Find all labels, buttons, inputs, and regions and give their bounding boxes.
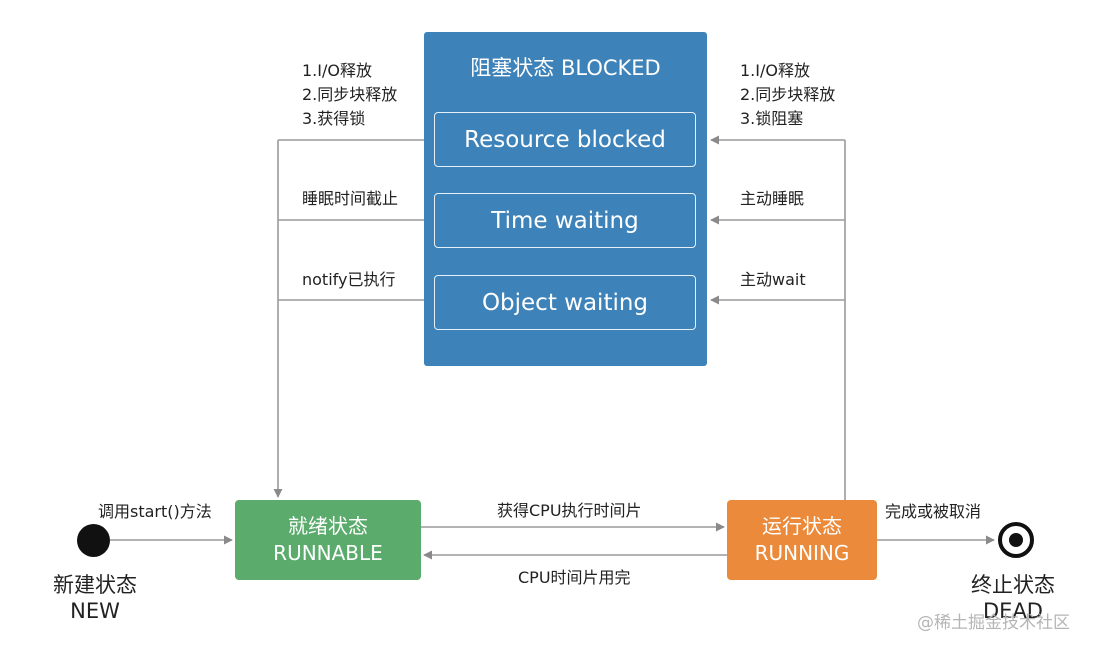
block-item-2: 2.同步块释放 [740,85,836,104]
start-method-label: 调用start()方法 [98,502,212,521]
blocked-title: 阻塞状态 BLOCKED [470,56,661,80]
new-state-label: 新建状态 NEW [40,572,150,624]
time-waiting-box: Time waiting [434,193,696,248]
block-item-1: 1.I/O释放 [740,61,810,80]
dead-state-label: 终止状态 DEAD [958,572,1068,624]
dead-state-dot-inner [1009,533,1023,547]
release-item-2: 2.同步块释放 [302,85,398,104]
new-state-cn: 新建状态 [53,573,137,597]
runnable-state-box: 就绪状态 RUNNABLE [235,500,421,580]
release-list-label: 1.I/O释放 2.同步块释放 3.获得锁 [302,59,397,131]
block-list-label: 1.I/O释放 2.同步块释放 3.锁阻塞 [740,59,835,131]
release-item-3: 3.获得锁 [302,109,366,128]
new-state-en: NEW [70,599,120,623]
finish-label: 完成或被取消 [885,502,982,521]
active-sleep-label: 主动睡眠 [740,189,805,208]
running-state-cn: 运行状态 [762,514,842,538]
release-item-1: 1.I/O释放 [302,61,372,80]
sleep-expire-label: 睡眠时间截止 [302,189,399,208]
get-cpu-label: 获得CPU执行时间片 [497,501,642,520]
object-waiting-box: Object waiting [434,275,696,330]
new-state-dot [77,524,110,557]
resource-blocked-box: Resource blocked [434,112,696,167]
runnable-state-en: RUNNABLE [273,541,383,565]
running-state-box: 运行状态 RUNNING [727,500,877,580]
block-item-3: 3.锁阻塞 [740,109,804,128]
cpu-done-label: CPU时间片用完 [518,568,631,587]
watermark: @稀土掘金技术社区 [917,613,1070,633]
runnable-state-cn: 就绪状态 [288,514,368,538]
dead-state-en: DEAD [983,599,1043,623]
active-wait-label: 主动wait [740,270,806,289]
blocked-state-box: 阻塞状态 BLOCKED Resource blocked Time waiti… [424,32,707,366]
dead-state-cn: 终止状态 [971,573,1055,597]
running-state-en: RUNNING [754,541,850,565]
dead-state-dot [998,522,1034,558]
notify-label: notify已执行 [302,270,396,289]
